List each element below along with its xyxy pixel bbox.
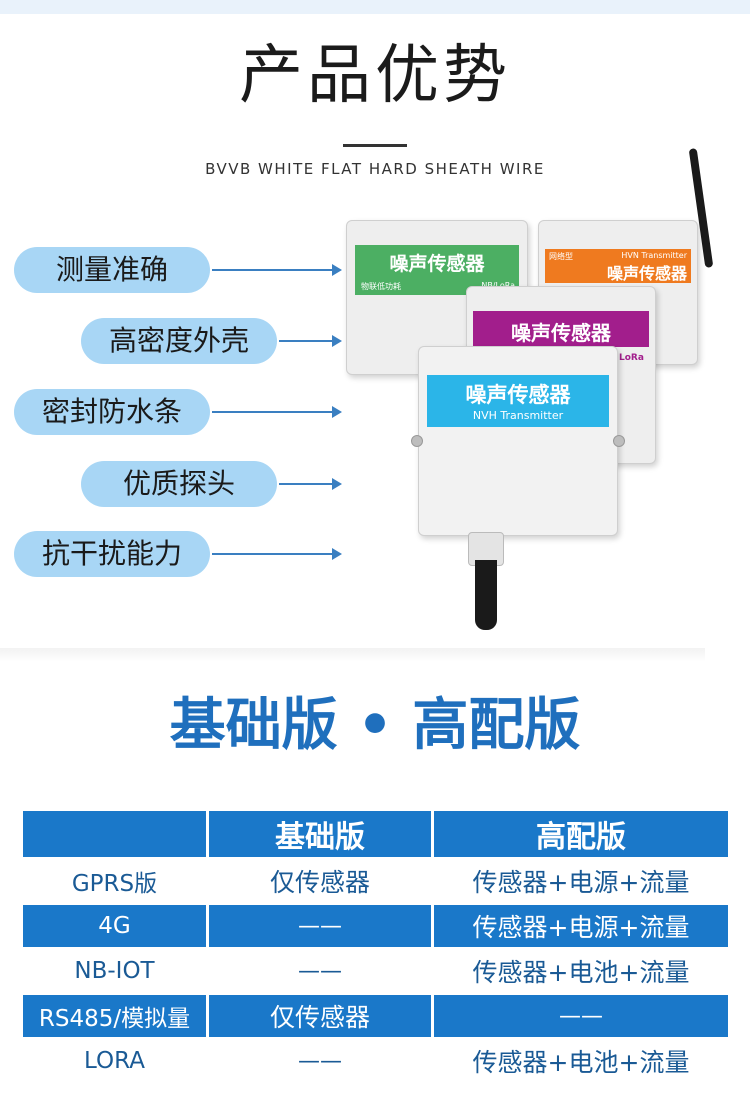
table-row: NB-IOT —— 传感器+电池+流量	[23, 950, 728, 992]
table-cell-basic: 仅传感器	[209, 860, 431, 902]
table-header-premium: 高配版	[434, 811, 728, 857]
table-row: RS485/模拟量 仅传感器 ——	[23, 995, 728, 1037]
page-subtitle: BVVB WHITE FLAT HARD SHEATH WIRE	[205, 160, 545, 178]
product-illustration: 网络型 HVN Transmitter 噪声传感器 噪声传感器 物联低功耗 NB…	[330, 140, 720, 630]
table-header-blank	[23, 811, 206, 857]
table-cell-premium: 传感器+电池+流量	[434, 950, 728, 992]
table-cell-model: GPRS版	[23, 860, 206, 902]
cable-icon	[475, 560, 497, 630]
arrow-icon	[212, 264, 342, 276]
table-cell-model: RS485/模拟量	[23, 995, 206, 1037]
purple-label: 噪声传感器	[511, 321, 611, 345]
title-divider	[343, 144, 407, 147]
orange-small-left: 网络型	[549, 252, 573, 261]
orange-small-right: HVN Transmitter	[621, 251, 687, 260]
table-cell-premium: 传感器+电源+流量	[434, 905, 728, 947]
arrow-icon	[212, 406, 342, 418]
table-header-basic: 基础版	[209, 811, 431, 857]
feature-pill-waterproof: 密封防水条	[14, 389, 210, 435]
feature-pill-probe: 优质探头	[81, 461, 277, 507]
orange-label: 噪声传感器	[606, 264, 687, 283]
table-cell-premium: 传感器+电池+流量	[434, 1040, 728, 1082]
table-cell-model: LORA	[23, 1040, 206, 1082]
feature-pill-accuracy: 测量准确	[14, 247, 210, 293]
table-row: LORA —— 传感器+电池+流量	[23, 1040, 728, 1082]
version-title: 基础版 • 高配版	[169, 693, 581, 758]
feature-pill-housing: 高密度外壳	[81, 318, 277, 364]
orange-label-panel: 网络型 HVN Transmitter 噪声传感器	[545, 249, 691, 283]
table-row: 4G —— 传感器+电源+流量	[23, 905, 728, 947]
sensor-box-front: 噪声传感器 NVH Transmitter	[411, 346, 625, 536]
top-strip	[0, 0, 750, 14]
table-cell-model: NB-IOT	[23, 950, 206, 992]
purple-label-panel: 噪声传感器	[473, 311, 649, 347]
green-label: 噪声传感器	[389, 253, 485, 275]
screw-icon	[613, 435, 625, 447]
green-small-right: NB/LoRa	[481, 281, 515, 290]
green-small-left: 物联低功耗	[361, 282, 401, 291]
table-cell-basic: 仅传感器	[209, 995, 431, 1037]
table-cell-model: 4G	[23, 905, 206, 947]
section-shadow	[0, 648, 705, 662]
table-cell-basic: ——	[209, 1040, 431, 1082]
page-title: 产品优势	[239, 39, 511, 113]
table-cell-basic: ——	[209, 905, 431, 947]
purple-small-right: LoRa	[619, 353, 644, 363]
table-row: GPRS版 仅传感器 传感器+电源+流量	[23, 860, 728, 902]
arrow-icon	[279, 335, 342, 347]
feature-pill-anti-interference: 抗干扰能力	[14, 531, 210, 577]
screw-icon	[411, 435, 423, 447]
cyan-label: 噪声传感器	[465, 383, 571, 407]
table-header-row: 基础版 高配版	[23, 811, 728, 857]
cyan-sub: NVH Transmitter	[472, 409, 564, 422]
table-cell-premium: 传感器+电源+流量	[434, 860, 728, 902]
arrow-icon	[279, 478, 342, 490]
table-cell-premium: ——	[434, 995, 728, 1037]
table-cell-basic: ——	[209, 950, 431, 992]
cyan-label-panel: 噪声传感器 NVH Transmitter	[427, 375, 609, 427]
arrow-icon	[212, 548, 342, 560]
version-comparison-table: 基础版 高配版 GPRS版 仅传感器 传感器+电源+流量 4G —— 传感器+电…	[20, 808, 731, 1085]
